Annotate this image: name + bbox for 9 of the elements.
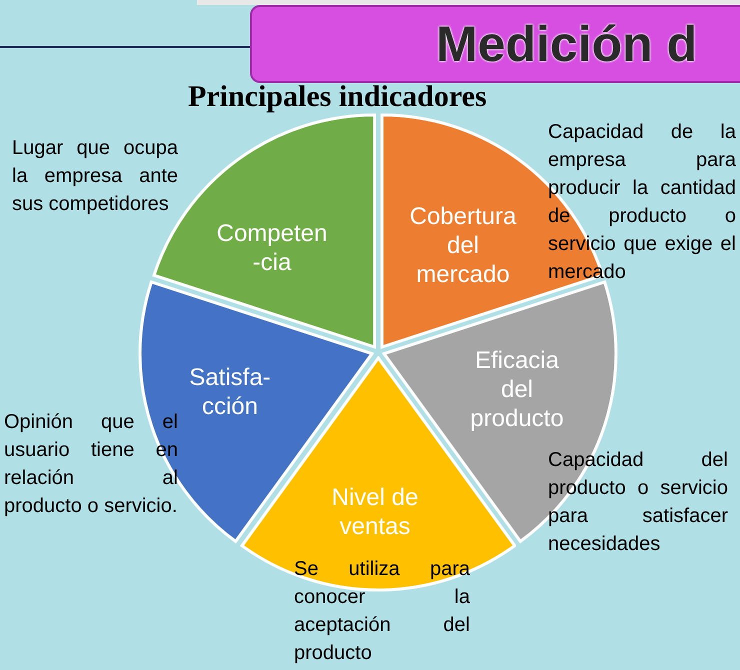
slice-label: Eficacia del producto bbox=[469, 346, 565, 434]
slice-label: Cobertura del mercado bbox=[408, 202, 518, 290]
subtitle-text: Principales indicadores bbox=[188, 80, 487, 114]
slice-label: Nivel de ventas bbox=[330, 483, 420, 542]
title-text: Medición d bbox=[436, 14, 698, 74]
slice-label: Competen -cia bbox=[216, 218, 328, 278]
description-text: Se utiliza para conocer la aceptación del producto bbox=[294, 557, 470, 666]
description-text: Lugar que ocupa la empresa ante sus competidores bbox=[12, 136, 178, 217]
description-text: Capacidad del producto o servicio para satisfacer necesidades bbox=[548, 448, 728, 557]
